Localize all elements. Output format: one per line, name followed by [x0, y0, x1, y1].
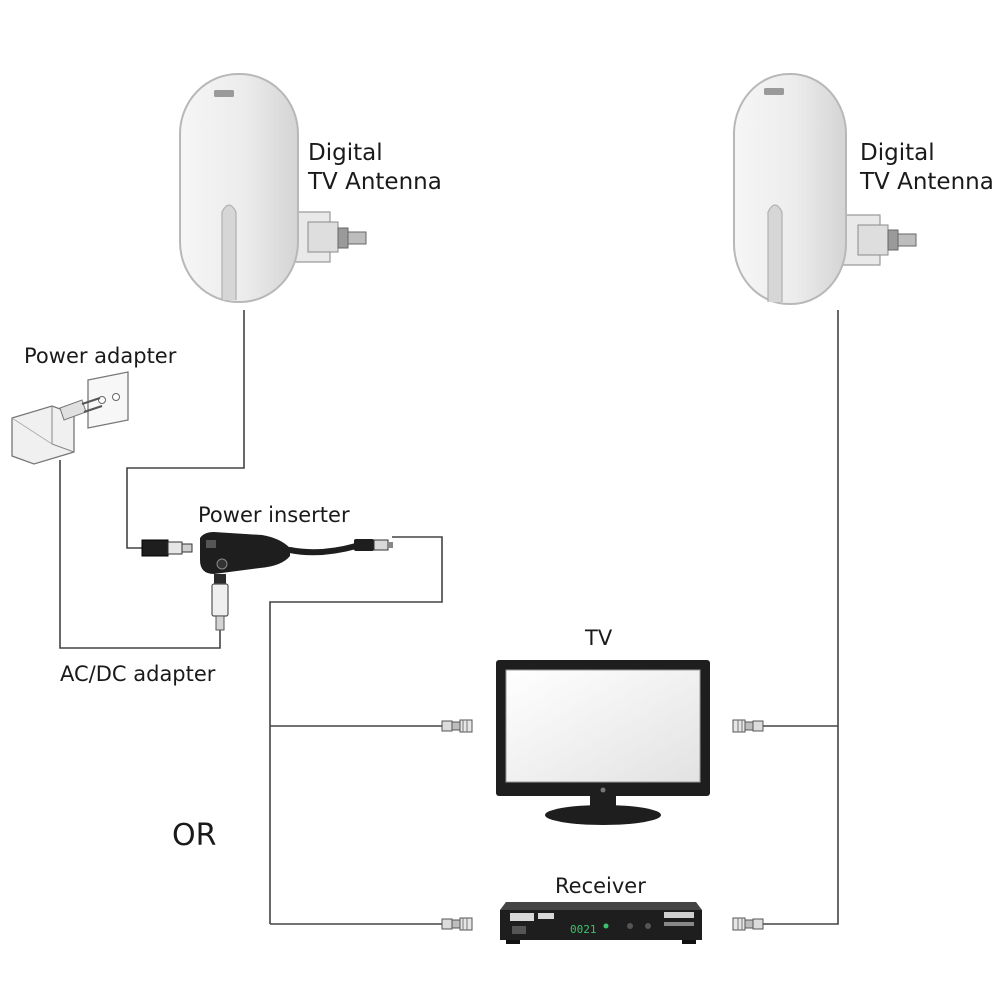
power-inserter-icon	[200, 532, 393, 631]
power-inserter: Power inserter	[141, 503, 393, 631]
coax-connector-icon	[441, 719, 473, 733]
power-adapter: Power adapter	[11, 344, 177, 465]
wall-socket-icon	[87, 371, 129, 429]
receiver-label: Receiver	[555, 874, 646, 898]
coax-connector-icon	[141, 539, 193, 557]
coax-connector-icon	[732, 719, 764, 733]
power-inserter-label: Power inserter	[198, 503, 350, 527]
power-adapter-label: Power adapter	[24, 344, 177, 368]
antenna-left-label-line1: Digital	[308, 140, 383, 166]
antenna-right: Digital TV Antenna	[733, 73, 994, 305]
antenna-icon	[733, 73, 917, 305]
receiver-icon: 0021	[500, 902, 702, 944]
wires	[59, 310, 839, 925]
tv-label: TV	[584, 626, 613, 650]
wire-right-antenna	[763, 310, 839, 925]
receiver: Receiver 0021	[441, 874, 764, 944]
antenna-icon	[179, 73, 367, 303]
antenna-left-label-line2: TV Antenna	[307, 169, 442, 195]
wire-inserter-to-split	[269, 536, 443, 924]
coax-connector-icon	[732, 917, 764, 931]
wire-power-adapter-to-dc	[59, 460, 221, 649]
tv-icon	[496, 660, 710, 825]
antenna-left: Digital TV Antenna	[179, 73, 442, 303]
wire-antenna-to-inserter	[126, 310, 245, 549]
tv: TV	[441, 626, 764, 825]
ac-dc-adapter-label: AC/DC adapter	[60, 662, 216, 686]
antenna-right-label-line1: Digital	[860, 140, 935, 166]
receiver-display: 0021	[570, 923, 597, 936]
plug-adapter-icon	[11, 397, 103, 465]
or-label: OR	[172, 818, 216, 853]
antenna-right-label-line2: TV Antenna	[859, 169, 994, 195]
coax-connector-icon	[441, 917, 473, 931]
